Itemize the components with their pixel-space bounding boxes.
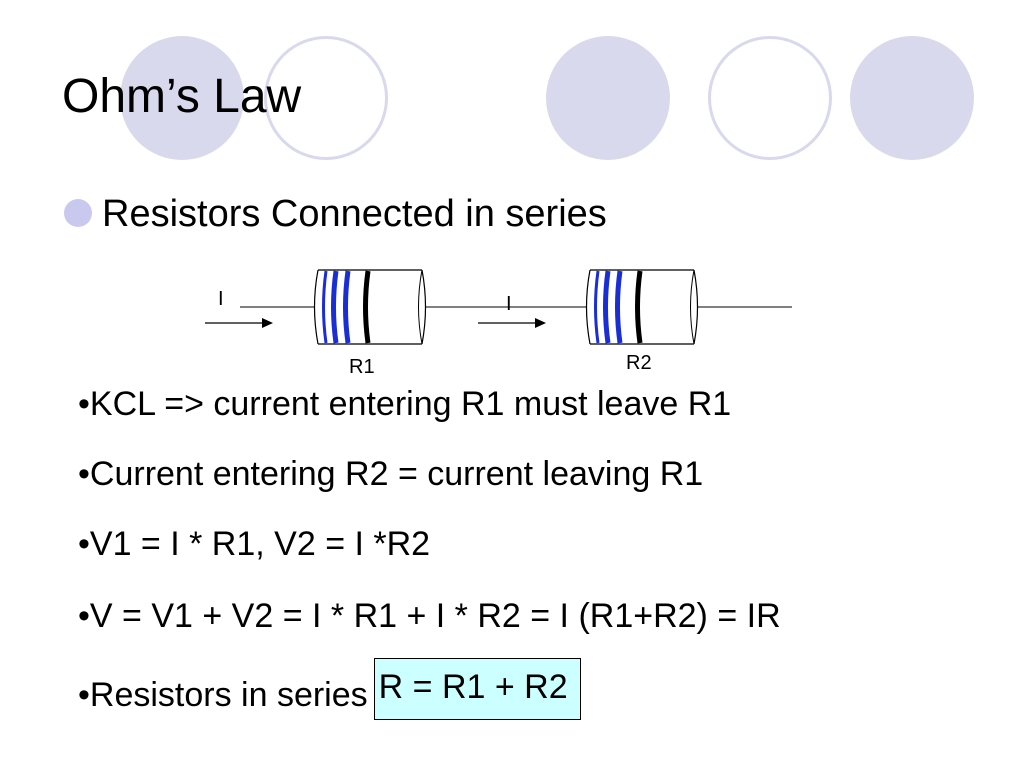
bullet-line-current: •Current entering R2 = current leaving R… — [78, 455, 704, 493]
slide-title: Ohm’s Law — [62, 70, 302, 123]
current-label-2: I — [506, 293, 512, 315]
heading-text: Resistors Connected in series — [102, 193, 607, 235]
current-label-1: I — [218, 288, 224, 310]
decor-circle-3 — [546, 36, 670, 160]
resistor-r1 — [313, 269, 427, 345]
decor-circle-2 — [264, 36, 388, 160]
decor-circle-4 — [708, 36, 832, 160]
series-rule-text: •Resistors in series — [78, 676, 368, 714]
decor-circle-1 — [120, 36, 244, 160]
decor-circle-5 — [850, 36, 974, 160]
highlighted-formula: R = R1 + R2 — [373, 658, 581, 720]
bullet-line-total-voltage: •V = V1 + V2 = I * R1 + I * R2 = I (R1+R… — [78, 597, 781, 635]
bullet-line-voltages: •V1 = I * R1, V2 = I *R2 — [78, 525, 431, 563]
current-arrow-1 — [205, 318, 273, 328]
bullet-icon — [64, 199, 92, 227]
resistor-label-r2: R2 — [626, 352, 652, 374]
current-arrow-2 — [478, 318, 546, 328]
resistor-r2 — [585, 269, 699, 345]
bullet-line-kcl: •KCL => current entering R1 must leave R… — [78, 385, 732, 423]
resistor-label-r1: R1 — [349, 356, 375, 378]
